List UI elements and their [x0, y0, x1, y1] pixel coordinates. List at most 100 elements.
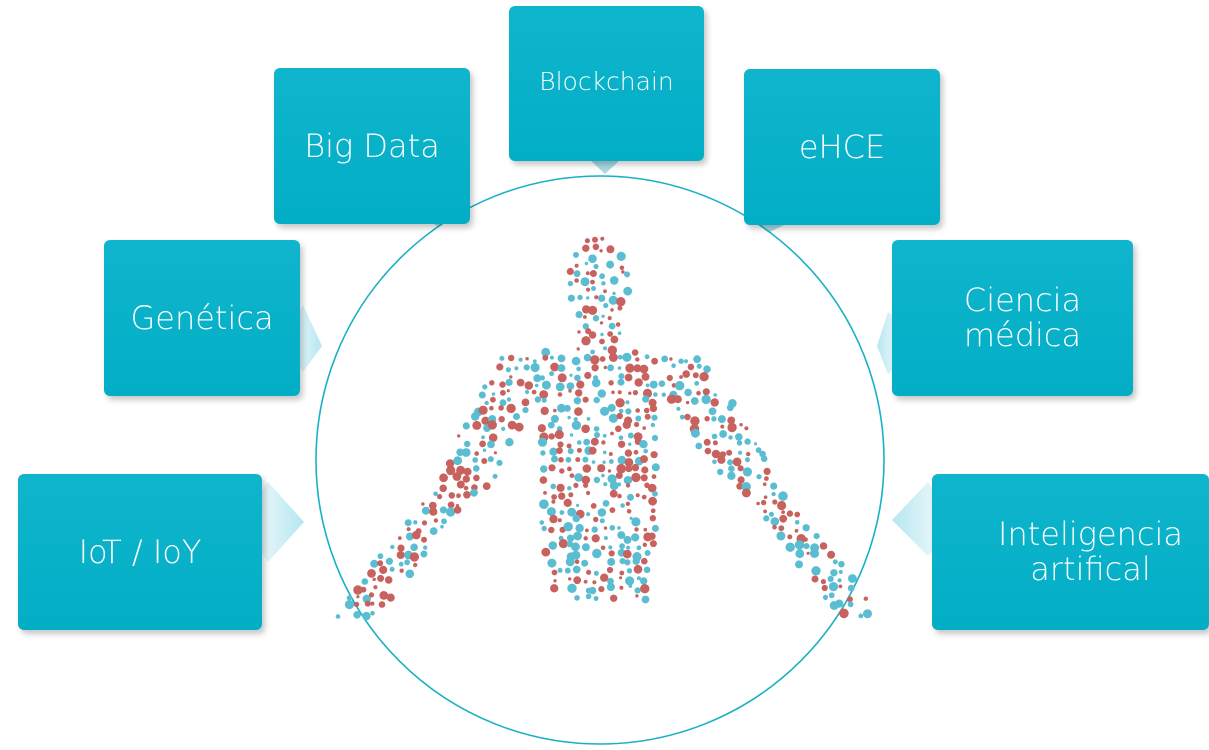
- body-dot: [583, 438, 591, 446]
- body-dot: [618, 373, 625, 380]
- body-dot: [609, 525, 616, 531]
- body-dot: [548, 526, 555, 534]
- body-dot: [679, 375, 683, 379]
- body-dot: [690, 428, 700, 438]
- body-dot: [551, 499, 556, 504]
- body-dot: [448, 492, 456, 499]
- body-dot: [583, 536, 588, 541]
- body-dot: [616, 412, 623, 420]
- body-dot: [554, 429, 564, 440]
- body-dot: [608, 380, 614, 386]
- body-dot: [661, 392, 666, 397]
- body-dot: [642, 542, 647, 547]
- body-dot: [627, 432, 634, 439]
- body-dot: [632, 390, 639, 396]
- body-dot: [642, 395, 650, 403]
- body-dot: [643, 566, 651, 574]
- body-dot: [608, 322, 616, 330]
- body-dot: [566, 443, 572, 449]
- body-dot: [600, 406, 610, 416]
- body-dot: [756, 501, 760, 506]
- body-dot: [499, 381, 506, 388]
- body-dot: [441, 518, 447, 525]
- body-dot: [399, 568, 404, 573]
- body-dot: [567, 583, 577, 593]
- body-dot: [412, 530, 421, 540]
- body-dot: [453, 456, 463, 466]
- body-dot: [623, 476, 633, 485]
- body-dot: [421, 536, 427, 543]
- body-dot: [586, 569, 592, 575]
- body-dot: [616, 251, 626, 261]
- body-dot: [695, 442, 703, 450]
- body-dot: [447, 501, 455, 509]
- body-dot: [744, 426, 749, 431]
- body-dot: [635, 594, 639, 598]
- body-dot: [576, 380, 585, 389]
- body-dot: [553, 579, 557, 583]
- body-dot: [809, 548, 820, 559]
- body-dot: [669, 357, 673, 361]
- body-dot: [575, 524, 584, 533]
- body-dot: [547, 421, 555, 429]
- body-dot: [573, 251, 579, 258]
- body-dot: [624, 373, 633, 382]
- body-dot: [634, 587, 641, 594]
- body-dot: [643, 407, 650, 414]
- body-dot: [781, 510, 785, 514]
- body-dot: [602, 500, 610, 507]
- body-dot: [551, 569, 558, 576]
- body-dot: [573, 531, 582, 541]
- body-dot: [776, 531, 786, 541]
- body-dot: [616, 297, 626, 307]
- body-dot: [362, 611, 371, 621]
- body-dot: [778, 525, 785, 532]
- body-dot: [838, 584, 843, 589]
- body-dot: [549, 355, 554, 360]
- body-dot: [580, 277, 590, 287]
- body-dot: [546, 507, 556, 517]
- body-dot: [481, 416, 490, 425]
- body-dot: [763, 495, 768, 500]
- body-dot: [863, 609, 872, 619]
- body-dot: [717, 468, 724, 476]
- body-dot: [619, 543, 625, 550]
- body-dot: [576, 447, 582, 453]
- body-dot: [694, 381, 700, 386]
- body-dot: [590, 437, 599, 446]
- body-dot: [364, 600, 371, 607]
- body-dot: [625, 363, 635, 373]
- body-dot: [676, 406, 681, 411]
- body-dot: [641, 595, 650, 604]
- body-dot: [569, 373, 573, 377]
- body-dot: [627, 493, 634, 501]
- body-dot: [684, 388, 692, 397]
- body-dot: [413, 520, 418, 525]
- node-big-data-label: Big Data: [304, 126, 440, 165]
- body-dot: [597, 389, 606, 398]
- body-dot: [625, 483, 631, 488]
- body-dot: [573, 270, 581, 278]
- body-dot: [617, 455, 627, 465]
- body-dot: [838, 570, 843, 574]
- body-dot: [701, 394, 711, 405]
- body-dot: [639, 364, 649, 374]
- body-dot: [624, 449, 633, 457]
- body-dot: [641, 372, 650, 381]
- body-dot: [617, 440, 626, 448]
- body-dot: [563, 522, 573, 532]
- body-dot: [531, 389, 537, 395]
- body-dot: [647, 483, 657, 493]
- body-dot: [593, 263, 599, 270]
- body-dot: [591, 286, 596, 291]
- body-dot: [610, 594, 618, 602]
- body-dot: [491, 392, 496, 396]
- body-dot: [607, 557, 616, 566]
- body-dot: [811, 566, 821, 576]
- arrow-iot: [260, 482, 304, 562]
- body-dot: [606, 566, 614, 574]
- body-dot: [819, 542, 828, 550]
- body-dot: [356, 595, 360, 599]
- body-dot: [727, 422, 737, 433]
- body-dot: [727, 416, 736, 425]
